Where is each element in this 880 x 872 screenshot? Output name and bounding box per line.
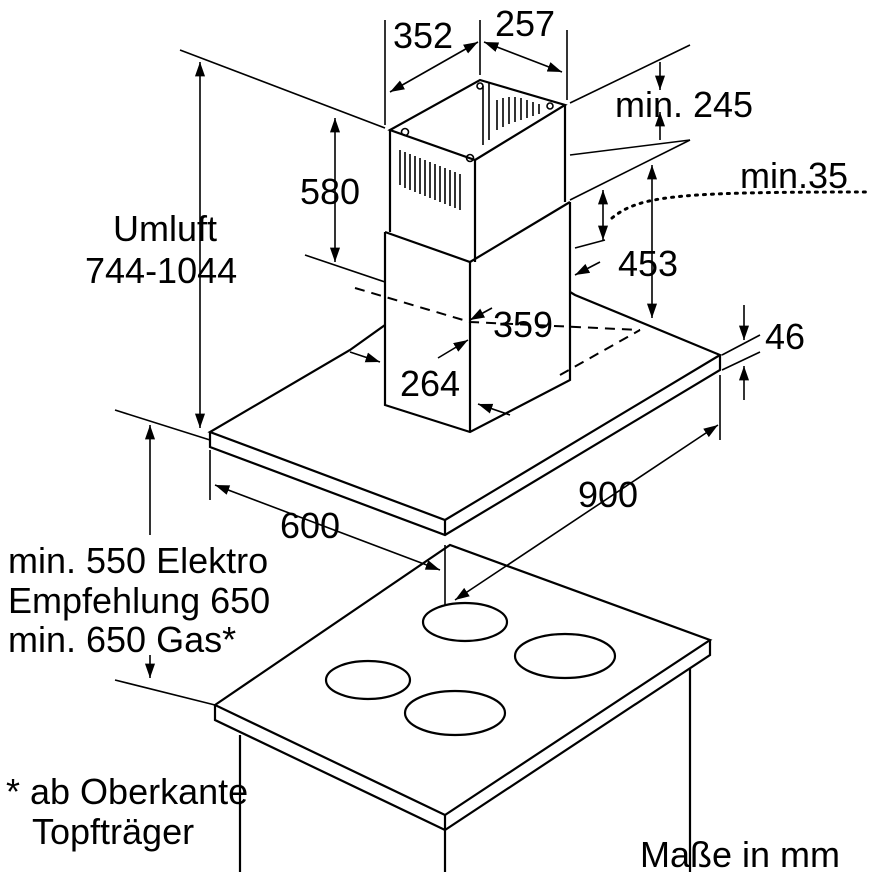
units-note: Maße in mm [640,834,841,872]
footnote-line2: Topfträger [32,811,195,852]
lower-chimney-width-label: 264 [400,363,461,404]
canopy [207,291,723,537]
cooktop [212,543,713,872]
recirculation-range-label: 744-1044 [85,250,238,291]
min-top-clearance-label: min. 245 [615,84,754,125]
mounting-height-recommended: Empfehlung 650 [8,580,271,621]
chimney-width-label: 352 [393,15,454,56]
burner [403,689,507,737]
canopy-thickness-label: 46 [765,316,806,357]
mounting-height-electric: min. 550 Elektro [8,540,269,581]
burner [513,632,617,680]
canopy-depth-label: 600 [280,505,341,546]
upper-chimney [387,78,568,262]
lower-chimney-height-label: 453 [618,243,679,284]
lower-chimney-depth-label: 359 [493,304,554,345]
dimension-lines [114,20,872,706]
burner [421,601,509,643]
canopy-width-label: 900 [578,474,639,515]
vent-slots-icon [399,83,540,210]
footnote-line1: * ab Oberkante [6,771,249,812]
min-35-label: min.35 [740,155,849,196]
recirculation-label: Umluft [113,208,218,249]
mounting-height-gas: min. 650 Gas* [8,619,237,660]
burner [324,659,412,701]
chimney-depth-label: 257 [495,3,556,44]
upper-chimney-height-label: 580 [300,171,361,212]
